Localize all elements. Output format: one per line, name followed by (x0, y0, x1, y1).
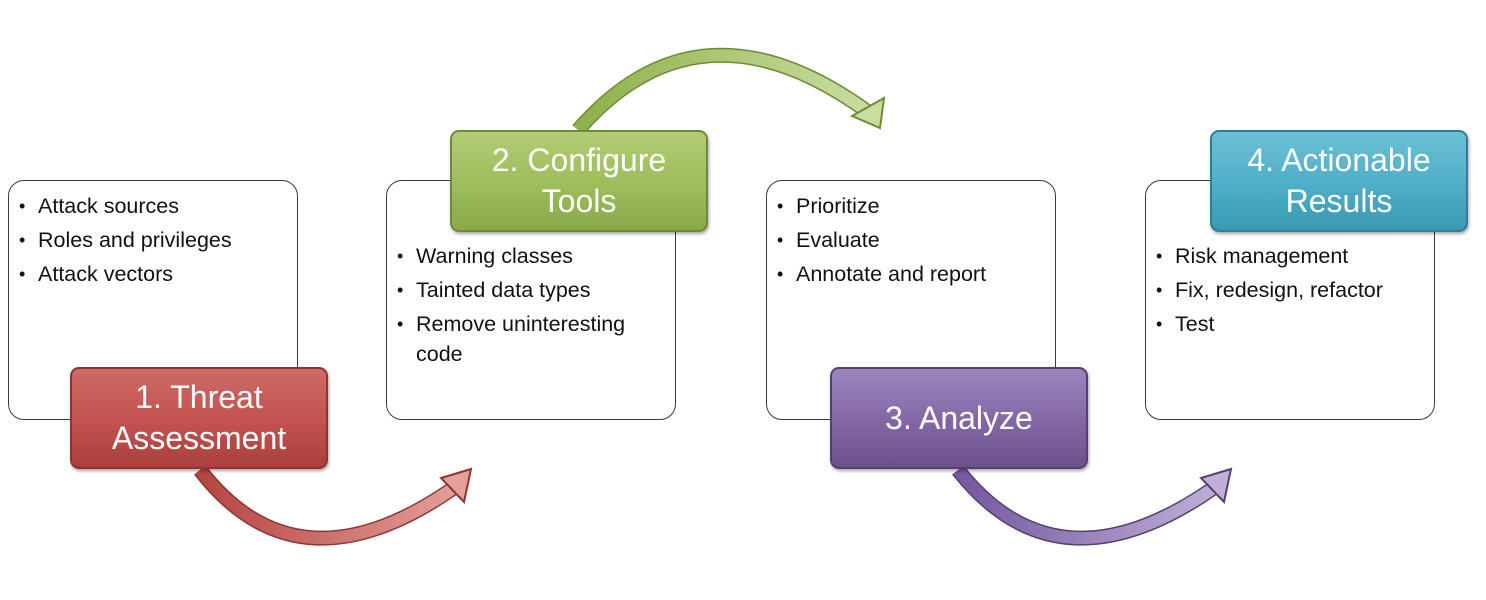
list-item: Risk management (1156, 241, 1424, 271)
list-item: Attack sources (19, 191, 287, 221)
list-item: Warning classes (397, 241, 665, 271)
list-item: Roles and privileges (19, 225, 287, 255)
list-item: Attack vectors (19, 259, 287, 289)
arrow-2-to-3 (572, 47, 886, 135)
step-1-list: Attack sources Roles and privileges Atta… (19, 191, 287, 289)
list-item: Test (1156, 309, 1424, 339)
list-item: Fix, redesign, refactor (1156, 275, 1424, 305)
step-4-label-line: Results (1285, 183, 1393, 219)
step-1-label-line: Assessment (111, 420, 287, 456)
step-3-label-line: 3. Analyze (885, 399, 1033, 436)
arrow-1-to-2 (194, 465, 473, 546)
step-1-label: 1. Threat Assessment (70, 367, 328, 469)
list-item: Tainted data types (397, 275, 665, 305)
step-4-list: Risk management Fix, redesign, refactor … (1156, 241, 1424, 339)
list-item: Annotate and report (777, 259, 1045, 289)
list-item: Prioritize (777, 191, 1045, 221)
arrow-3-to-4 (952, 465, 1233, 546)
step-1-label-line: 1. Threat (135, 379, 263, 415)
list-item: Remove uninteresting code (397, 309, 665, 369)
step-3-list: Prioritize Evaluate Annotate and report (777, 191, 1045, 289)
step-2-list: Warning classes Tainted data types Remov… (397, 241, 665, 369)
step-4-label-line: 4. Actionable (1247, 142, 1431, 178)
step-3-label: 3. Analyze (830, 367, 1088, 469)
step-2-label-line: 2. Configure (491, 142, 667, 178)
list-item: Evaluate (777, 225, 1045, 255)
step-4-label: 4. Actionable Results (1210, 130, 1468, 232)
step-2-label: 2. Configure Tools (450, 130, 708, 232)
step-2-label-line: Tools (541, 183, 617, 219)
